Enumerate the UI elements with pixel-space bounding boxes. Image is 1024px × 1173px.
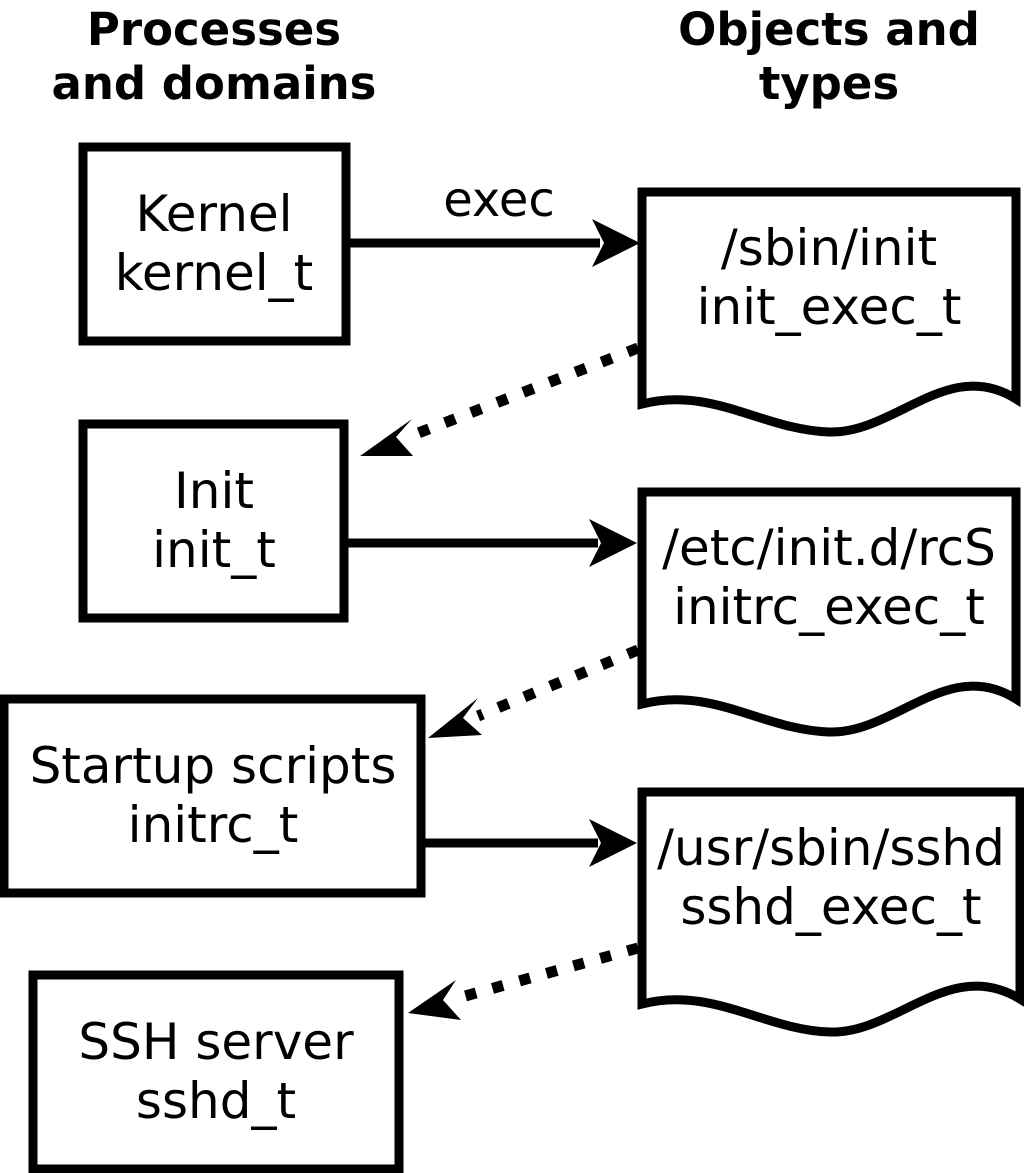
arrowhead-init-transition: [360, 419, 413, 456]
object-node-init-exec-line2: init_exec_t: [697, 278, 962, 336]
object-node-sshd-exec-line1: /usr/sbin/sshd: [657, 819, 1005, 877]
column-header-processes-line2: and domains: [52, 57, 377, 110]
column-header-objects: Objects and types: [678, 3, 980, 110]
object-node-initrc-exec-line2: initrc_exec_t: [673, 578, 985, 636]
edge-initrc-exec-transition-initrc: [428, 644, 641, 738]
process-node-sshd-line2: sshd_t: [136, 1072, 296, 1130]
object-node-initrc-exec-line1: /etc/init.d/rcS: [662, 519, 996, 577]
object-node-init-exec[interactable]: /sbin/init init_exec_t: [637, 187, 1021, 437]
process-node-initrc[interactable]: Startup scripts initrc_t: [0, 694, 426, 898]
process-node-kernel-line1: Kernel: [135, 185, 292, 243]
object-node-sshd-exec[interactable]: /usr/sbin/sshd sshd_exec_t: [637, 787, 1024, 1037]
object-node-initrc-exec-shape[interactable]: [637, 487, 1021, 737]
object-node-init-exec-shape[interactable]: [637, 187, 1021, 437]
column-header-objects-line1: Objects and: [678, 3, 980, 56]
arrowhead-kernel-exec: [592, 219, 640, 267]
object-node-sshd-exec-shape[interactable]: [637, 787, 1024, 1037]
column-header-processes: Processes and domains: [52, 3, 377, 110]
process-node-init-box[interactable]: [78, 419, 349, 623]
edge-sshd-exec-transition-sshd: [408, 942, 640, 1020]
arrowhead-initrc-exec: [589, 819, 637, 867]
process-node-kernel-line2: kernel_t: [115, 244, 314, 302]
process-node-sshd-box[interactable]: [28, 970, 404, 1173]
process-node-sshd-line1: SSH server: [78, 1013, 354, 1071]
process-node-init-line2: init_t: [152, 521, 276, 579]
edge-init-exec-initrc-exec: [348, 519, 637, 567]
edge-label-exec: exec: [443, 172, 555, 228]
column-header-objects-line2: types: [759, 57, 899, 110]
object-node-sshd-exec-line2: sshd_exec_t: [680, 878, 981, 936]
edge-init-exec-transition-init: [360, 342, 640, 456]
edge-line-sshd-transition: [456, 942, 640, 1004]
edge-line-initrc-transition: [475, 644, 641, 722]
process-node-sshd[interactable]: SSH server sshd_t: [28, 970, 404, 1173]
object-node-init-exec-line1: /sbin/init: [721, 219, 937, 277]
edge-kernel-exec-init-exec: exec: [350, 172, 640, 267]
process-node-init[interactable]: Init init_t: [78, 419, 349, 623]
column-header-processes-line1: Processes: [87, 3, 341, 56]
process-node-initrc-line2: initrc_t: [128, 796, 299, 854]
arrowhead-sshd-transition: [408, 980, 461, 1020]
process-node-kernel-box[interactable]: [78, 142, 351, 346]
process-node-init-line1: Init: [174, 462, 254, 520]
arrowhead-init-exec: [589, 519, 637, 567]
process-node-initrc-line1: Startup scripts: [30, 737, 397, 795]
edge-line-init-transition: [406, 342, 640, 443]
process-node-initrc-box[interactable]: [0, 694, 426, 898]
arrowhead-initrc-transition: [428, 698, 482, 738]
edge-initrc-exec-sshd-exec: [425, 819, 637, 867]
object-node-initrc-exec[interactable]: /etc/init.d/rcS initrc_exec_t: [637, 487, 1021, 737]
process-node-kernel[interactable]: Kernel kernel_t: [78, 142, 351, 346]
